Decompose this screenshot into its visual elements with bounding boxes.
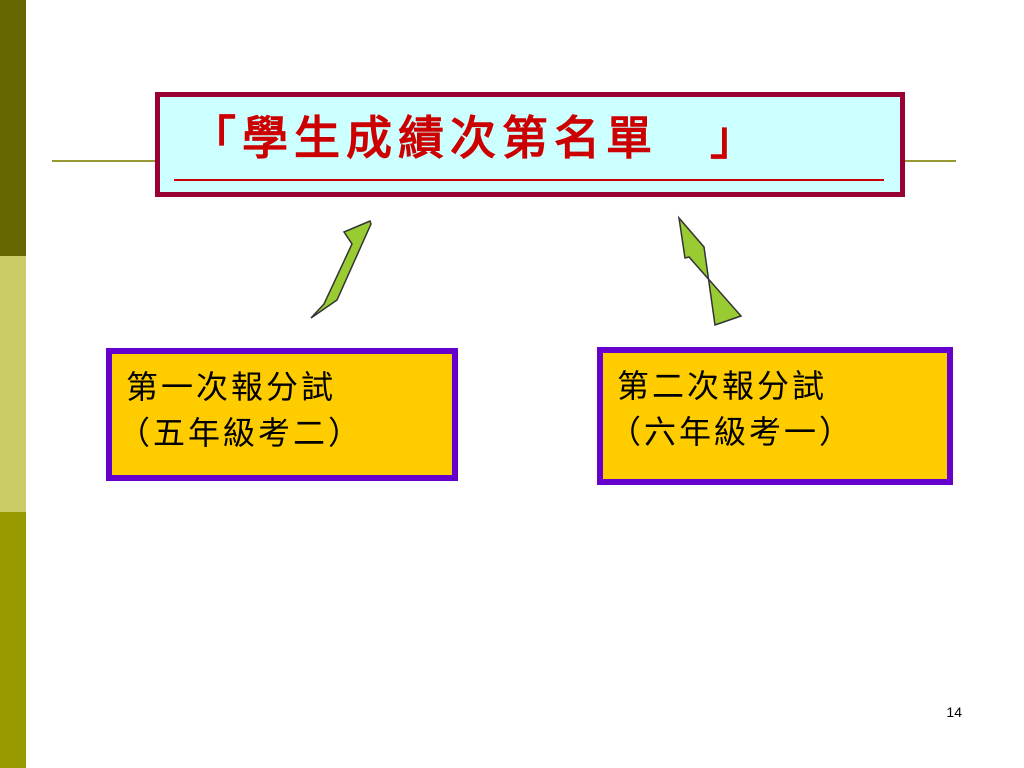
node-second-report-line2: （六年級考一） [609,413,855,451]
page-number: 14 [946,704,962,720]
sidebar-stripe-bottom [0,512,26,768]
up-left-arrow-icon [677,215,743,327]
node-first-report-line2: （五年級考二） [118,414,364,452]
node-first-report-text: 第一次報分試 （五年級考二） [118,364,363,456]
sidebar-stripe-middle [0,256,26,512]
node-first-report: 第一次報分試 （五年級考二） [106,348,458,481]
title-underline [174,179,884,181]
node-first-report-line1: 第一次報分試 [126,368,337,406]
node-second-report: 第二次報分試 （六年級考一） [597,347,953,485]
title-box: 「學生成績次第名單 」 [155,92,905,197]
node-second-report-line1: 第二次報分試 [617,367,828,405]
node-second-report-text: 第二次報分試 （六年級考一） [609,363,854,455]
title-text: 「學生成績次第名單 」 [190,111,762,165]
sidebar-stripe-top [0,0,26,256]
up-right-arrow-icon [310,219,372,319]
